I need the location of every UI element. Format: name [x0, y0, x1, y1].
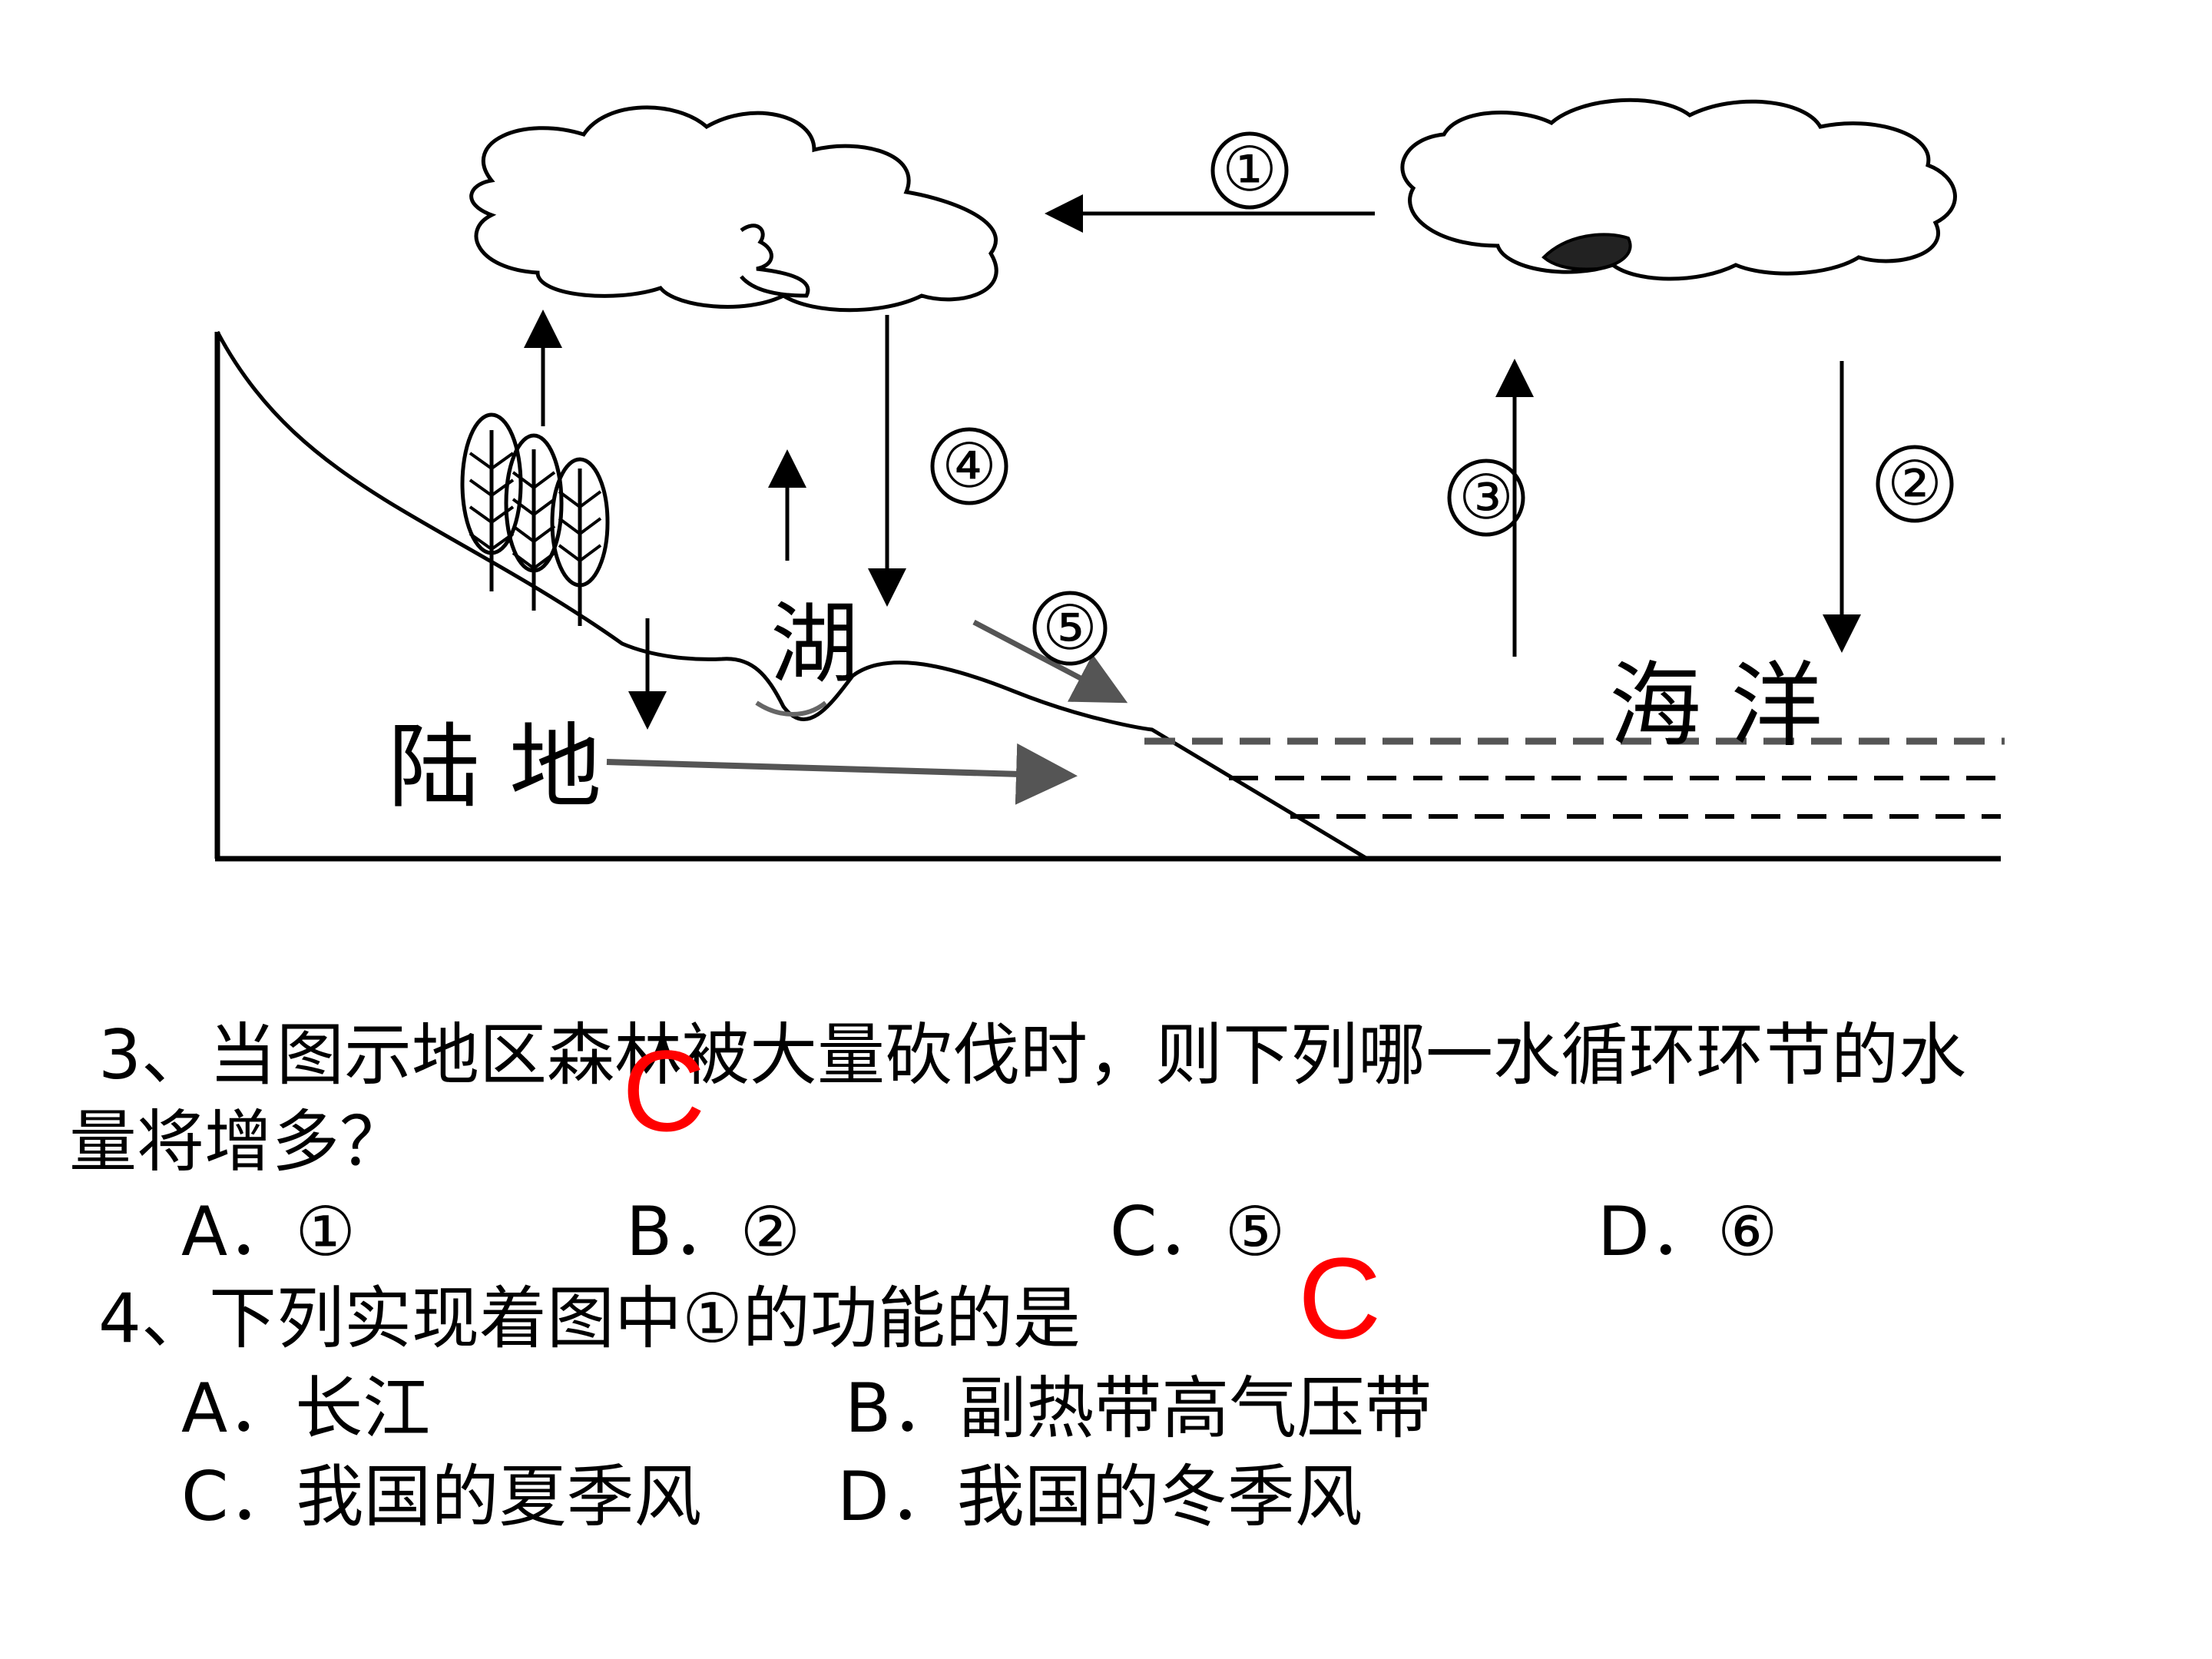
water-cycle-diagram: ① ④ ⑤ ③ ② 陆 地 [214, 98, 2005, 862]
q3-option-a: A．① [181, 1192, 356, 1271]
marker-2-circle [1876, 445, 1954, 523]
marker-1-circle [1210, 131, 1289, 210]
q4-option-c: C．我国的夏季风 [181, 1457, 702, 1536]
marker-2: ② [1887, 448, 1942, 519]
arrow-groundwater-runoff [606, 743, 1078, 805]
marker-4-circle [930, 427, 1008, 505]
marker-3: ③ [1459, 462, 1514, 533]
q3-option-c: C．⑤ [1110, 1192, 1286, 1271]
cloud-icon [469, 105, 998, 313]
lake-water [755, 700, 827, 717]
q4-option-a: A．长江 [181, 1369, 431, 1448]
label-land: 陆 地 [388, 714, 601, 821]
marker-3-circle [1447, 459, 1525, 537]
q3-stem-line2: 量将增多？ [69, 1102, 408, 1181]
tree-icon [460, 412, 523, 591]
q4-option-d: D．我国的冬季风 [837, 1457, 1363, 1536]
q3-option-d: D．⑥ [1598, 1192, 1778, 1271]
arrow-5 [972, 619, 1128, 704]
q3-option-b: B．② [626, 1192, 801, 1271]
rain-icon [1541, 233, 1632, 271]
rain-icon [740, 224, 810, 298]
q4-handwritten-answer: C [1298, 1233, 1382, 1363]
marker-1: ① [1222, 134, 1277, 205]
tree-icon [550, 457, 610, 626]
tree-icon [504, 433, 564, 611]
cloud-icon [1400, 98, 1957, 281]
land-surface [215, 330, 1369, 861]
marker-5: ⑤ [1042, 592, 1098, 664]
label-ocean: 海 洋 [1609, 653, 1823, 760]
marker-5-circle [1032, 591, 1108, 666]
q4-stem: 4、下列实现着图中①的功能的是 [98, 1279, 1081, 1358]
marker-4: ④ [942, 430, 997, 502]
q3-stem-line1: 3、当图示地区森林被大量砍伐时，则下列哪一水循环环节的水 [98, 1015, 1966, 1094]
label-lake: 湖 [770, 593, 859, 696]
q3-handwritten-answer: C [622, 1026, 706, 1155]
q4-option-b: B．副热带高气压带 [845, 1369, 1432, 1448]
